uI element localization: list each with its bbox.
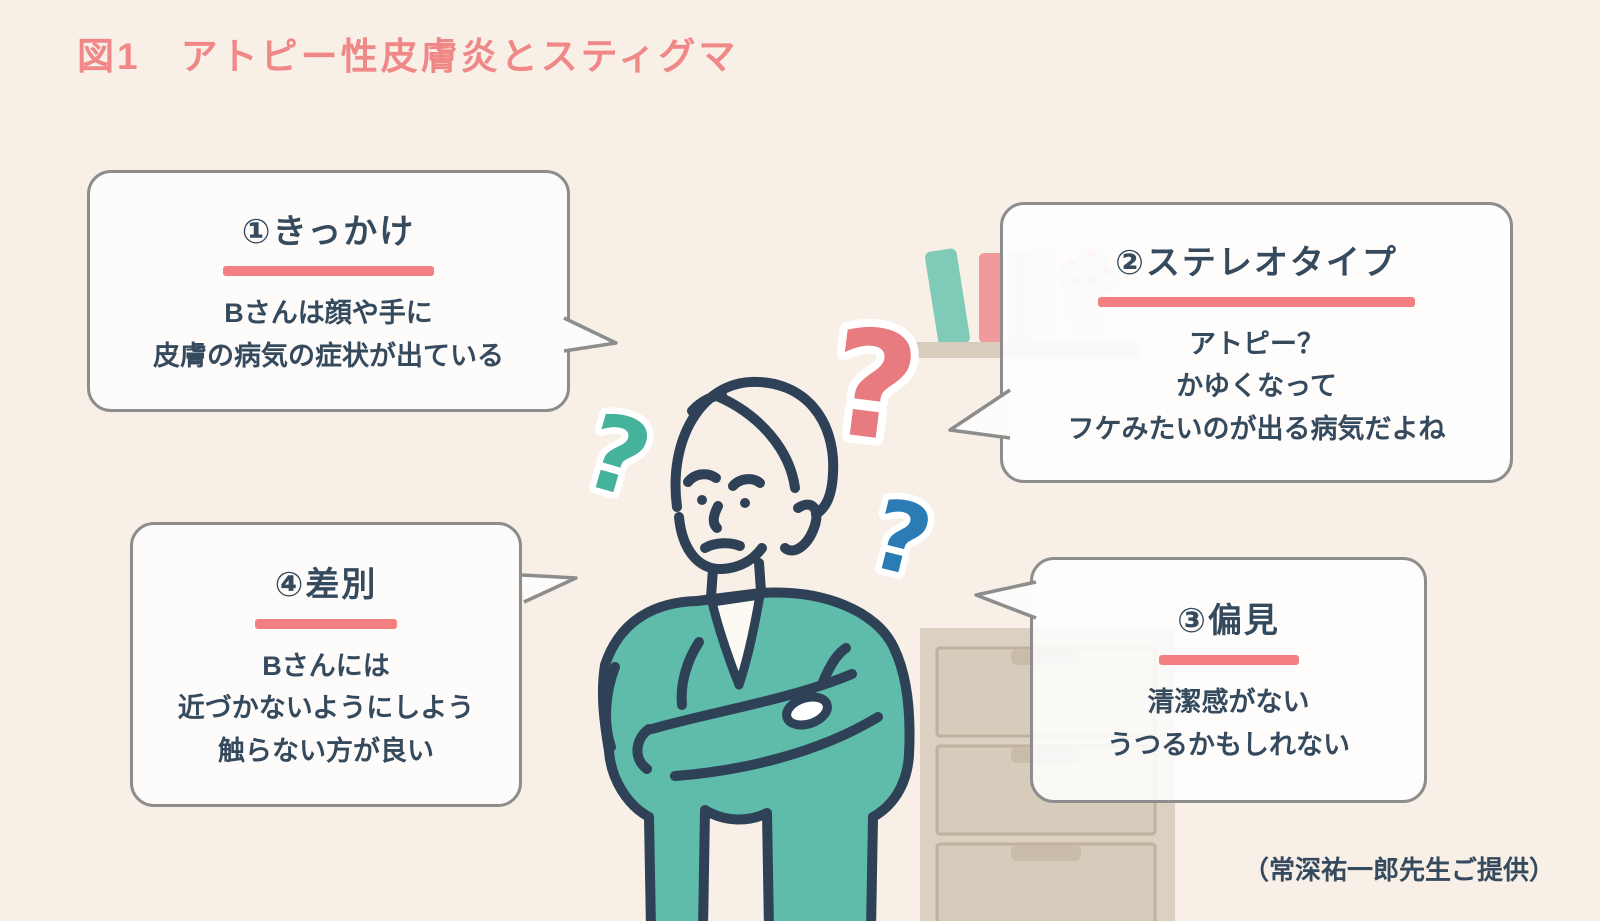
- speech-bubble-trigger: ①きっかけ Bさんは顔や手に 皮膚の病気の症状が出ている: [87, 170, 570, 412]
- title-underline: [1098, 296, 1415, 307]
- speech-bubble-stereotype: ②ステレオタイプ アトピー？ かゆくなって フケみたいのが出る病気だよね: [1000, 202, 1513, 483]
- bubble-title: ③偏見: [1177, 602, 1280, 641]
- eyebrow-left: [683, 469, 721, 487]
- shirt-collar: [707, 590, 765, 690]
- bubble-title: ④差別: [274, 565, 378, 604]
- speech-bubble-tail: [521, 573, 578, 604]
- eye-right: [740, 498, 750, 508]
- credit-text: （常深祐一郎先生ご提供）: [1242, 855, 1555, 885]
- title-underline: [1158, 655, 1299, 666]
- speech-bubble-tail: [563, 316, 618, 353]
- bubble-text-line: フケみたいのが出る病気だよね: [1067, 413, 1446, 444]
- book-pink-icon: [979, 253, 1004, 343]
- eye-left: [697, 495, 707, 505]
- hand: [782, 692, 832, 730]
- bubble-text-line: 触らない方が良い: [218, 735, 434, 766]
- bubble-text-line: アトピー？: [1189, 328, 1324, 359]
- bubble-title: ①きっかけ: [241, 213, 416, 252]
- question-marks: ? ? ?: [565, 300, 948, 600]
- nose: [708, 501, 723, 533]
- mouth-frown: [700, 538, 745, 553]
- eyebrow-right: [728, 474, 765, 491]
- bubble-title: ②ステレオタイプ: [1115, 243, 1398, 282]
- face: [670, 376, 839, 602]
- speech-bubble-tail: [974, 580, 1037, 620]
- speech-bubble-prejudice: ③偏見 清潔感がない うつるかもしれない: [1030, 557, 1427, 803]
- question-mark-blue-icon: ?: [860, 477, 942, 600]
- title-underline: [223, 266, 434, 277]
- book-teal-icon: [925, 248, 970, 347]
- bubble-text-line: 皮膚の病気の症状が出ている: [153, 341, 504, 371]
- bubble-text-line: うつるかもしれない: [1107, 730, 1350, 760]
- speech-bubble-tail: [948, 388, 1011, 440]
- bubble-text-line: Bさんには: [262, 650, 390, 681]
- bubble-text-line: 近づかないようにしよう: [177, 693, 475, 724]
- title-underline: [255, 618, 397, 629]
- figure-title: 図1 アトピー性皮膚炎とスティグマ: [77, 36, 739, 77]
- person-illustration: [597, 376, 915, 921]
- bubble-text-line: 清潔感がない: [1147, 687, 1310, 718]
- question-mark-teal-icon: ?: [572, 389, 664, 523]
- question-mark-red-icon: ?: [821, 300, 927, 477]
- bubble-text-line: かゆくなって: [1176, 371, 1337, 402]
- bubble-text-line: Bさんは顔や手に: [224, 298, 433, 329]
- speech-bubble-discrimination: ④差別 Bさんには 近づかないようにしよう 触らない方が良い: [130, 522, 522, 807]
